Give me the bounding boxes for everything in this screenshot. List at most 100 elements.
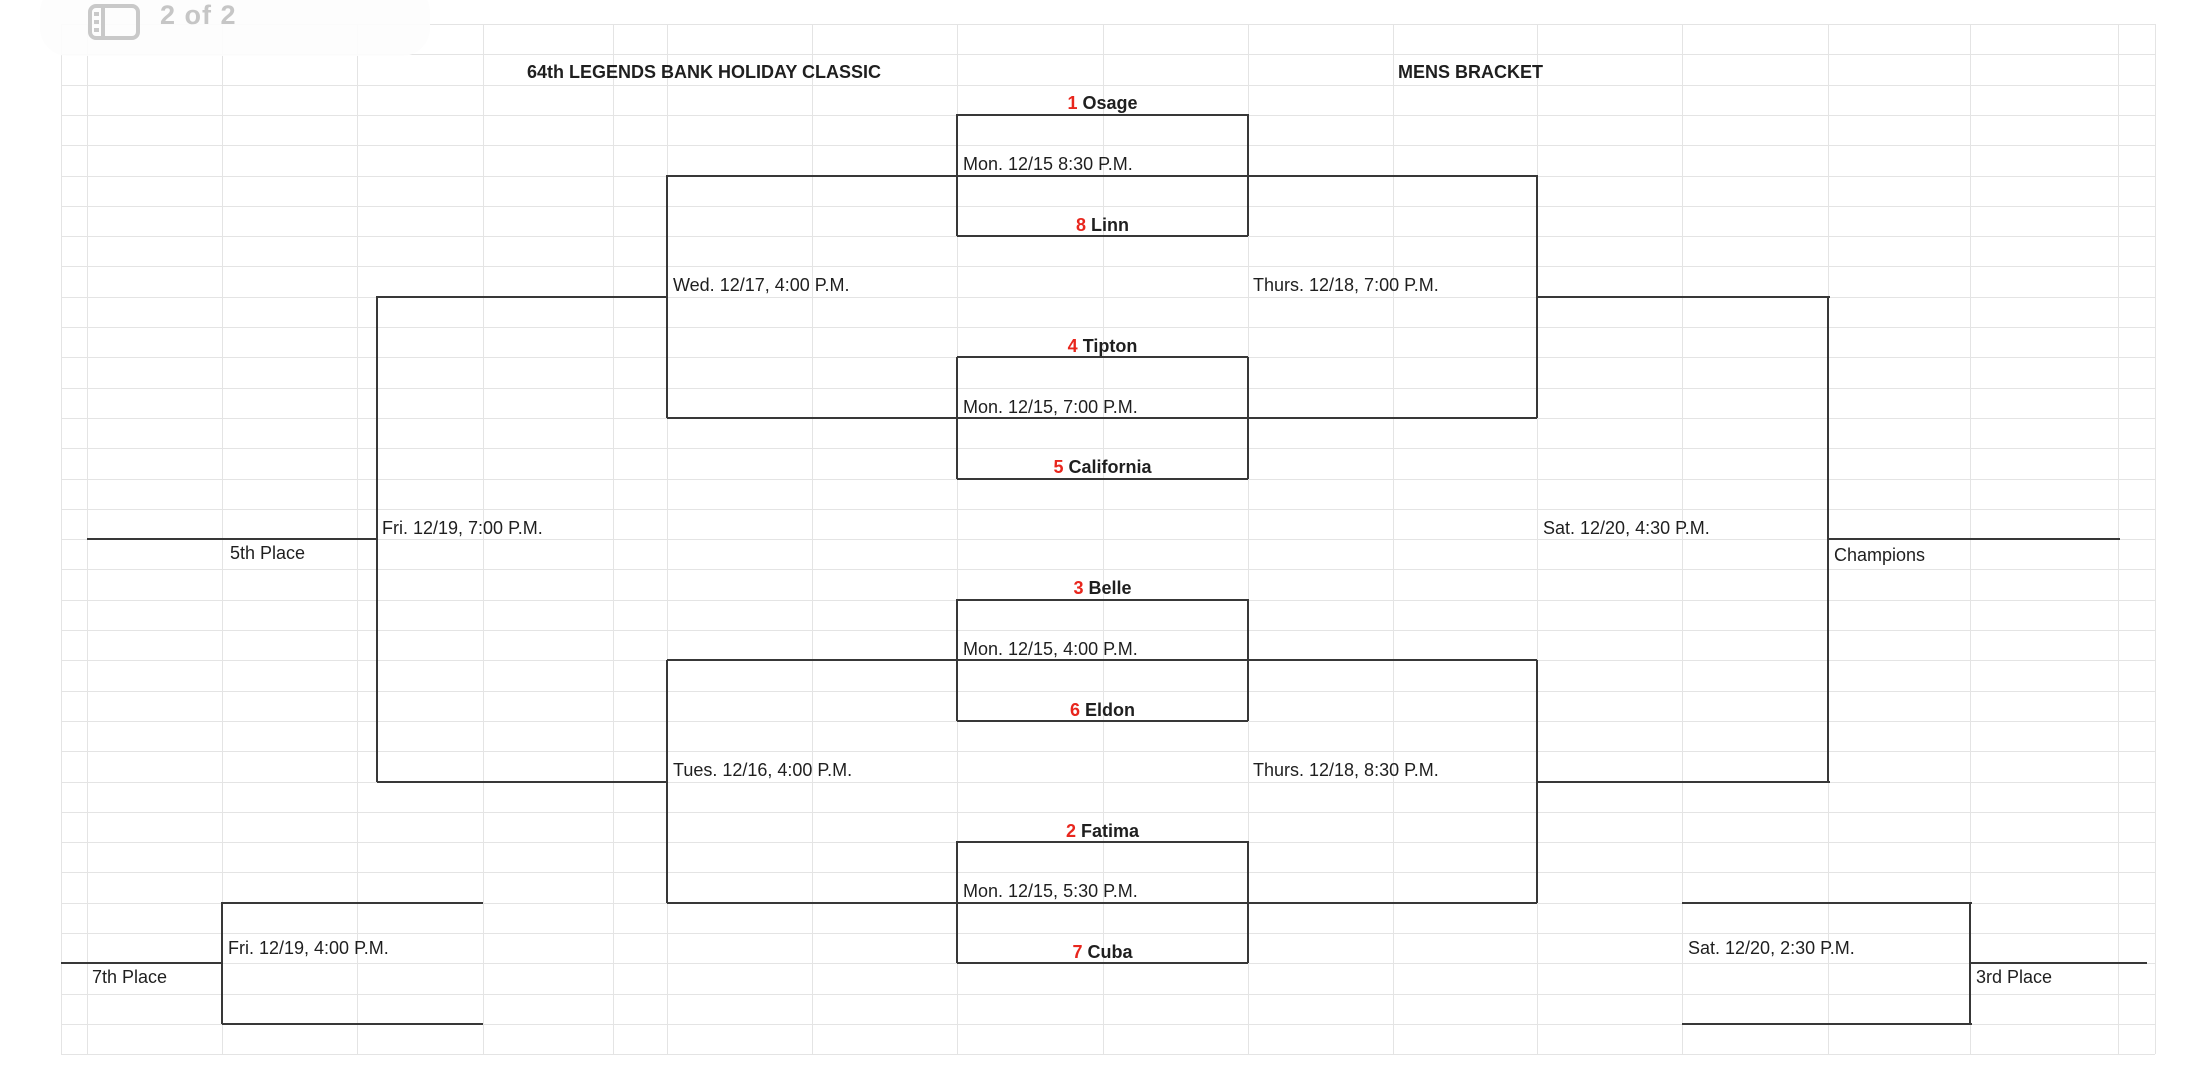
team-qf4-top: 2 Fatima (957, 820, 1248, 842)
team-seed: 7 (1072, 942, 1083, 962)
line-qf4-box-top (957, 841, 1248, 844)
consolation1-time: Wed. 12/17, 4:00 P.M. (673, 275, 850, 295)
grid-row-line (61, 751, 2155, 753)
line-qf1-box-right (1247, 114, 1249, 236)
line-semifinal1-winner (1537, 295, 1830, 298)
5th-place-time: Fri. 12/19, 7:00 P.M. (382, 517, 543, 538)
grid-column-line (957, 24, 958, 1054)
3rd-place-label: 3rd Place (1976, 967, 2053, 987)
grid-row-line (61, 872, 2155, 874)
grid-column-line (812, 24, 813, 1054)
line-qf1-box-bottom (957, 235, 1248, 238)
page-thumbnail-panel-icon (88, 4, 140, 40)
line-qf2-box-left (956, 356, 958, 479)
grid-column-line (1103, 24, 1104, 1054)
team-seed: 1 (1067, 93, 1078, 113)
line-5th-place-winner (87, 538, 377, 541)
grid-column-line (667, 24, 668, 1054)
grid-row-line (61, 569, 2155, 571)
consolation2-time: Tues. 12/16, 4:00 P.M. (673, 760, 853, 780)
grid-row-line (61, 993, 2155, 995)
champions-label: Champions (1834, 545, 1926, 565)
team-name: Fatima (1081, 821, 1140, 841)
page-indicator-overlay: 2 of 2 (40, 0, 430, 56)
grid-row-line (61, 145, 2155, 147)
team-name: Belle (1088, 578, 1132, 598)
qf4-time: Mon. 12/15, 5:30 P.M. (963, 881, 1138, 901)
grid-row-line (61, 448, 2155, 450)
line-qf1-box-left (956, 114, 958, 236)
page-indicator-label: 2 of 2 (160, 0, 237, 30)
grid-row-line (61, 933, 2155, 934)
grid-row-line (61, 690, 2155, 692)
grid-row-line (61, 266, 2155, 268)
grid-column-line (1537, 24, 1538, 1054)
grid-column-line (1248, 24, 1249, 1054)
icon-dot (94, 20, 99, 24)
grid-column-line (613, 24, 614, 1054)
5th-place-label: 5th Place (230, 543, 306, 563)
team-name: Tipton (1082, 336, 1138, 356)
7th-place-time: Fri. 12/19, 4:00 P.M. (228, 938, 389, 958)
qf1-time: Mon. 12/15 8:30 P.M. (963, 154, 1133, 174)
grid-column-line (2155, 24, 2156, 1054)
line-qf1-game (667, 174, 1537, 177)
line-qf4-game (667, 901, 1537, 904)
team-name: Eldon (1085, 699, 1136, 720)
line-7th-feed-bottom (222, 1022, 483, 1025)
grid-row-line (61, 205, 2155, 207)
icon-dot (94, 28, 99, 32)
3rd-place-time: Sat. 12/20, 2:30 P.M. (1688, 938, 1855, 958)
grid-row-line (61, 781, 2155, 783)
line-qf4-box-right (1247, 841, 1249, 964)
line-consolation2-winner (377, 780, 667, 783)
semifinal1-time: Thurs. 12/18, 7:00 P.M. (1253, 275, 1439, 295)
team-seed: 5 (1053, 457, 1064, 477)
team-qf2-bottom: 5 California (957, 456, 1248, 478)
grid-row-line (61, 539, 2155, 541)
grid-row-line (61, 1023, 2155, 1025)
line-7th-place-bracket (221, 901, 223, 1024)
line-qf1-box-top (957, 113, 1248, 116)
line-semifinal2-winner (1537, 780, 1830, 783)
final-time: Sat. 12/20, 4:30 P.M. (1543, 517, 1710, 538)
qf2-time: Mon. 12/15, 7:00 P.M. (963, 396, 1138, 417)
line-3rd-feed-top (1682, 901, 1972, 904)
team-qf2-top: 4 Tipton (957, 335, 1248, 357)
team-seed: 8 (1075, 214, 1086, 235)
line-qf3-box-left (956, 598, 958, 721)
line-7th-feed-top (222, 901, 483, 904)
line-qf3-box-bottom (957, 719, 1248, 722)
grid-column-line (61, 24, 62, 1054)
page-title: 64th LEGENDS BANK HOLIDAY CLASSIC (527, 62, 882, 82)
line-qf2-game (667, 417, 1537, 419)
line-7th-place-winner (61, 962, 222, 965)
team-name: California (1068, 457, 1152, 477)
grid-row-line (61, 327, 2155, 328)
grid-row-line (61, 54, 2155, 56)
team-name: Osage (1082, 93, 1138, 113)
grid-column-line (1393, 24, 1394, 1054)
line-qf4-box-left (956, 841, 958, 964)
grid-row-line (61, 24, 2155, 25)
line-qf3-box-right (1247, 598, 1249, 721)
grid-row-line (61, 630, 2155, 631)
page-subtitle: MENS BRACKET (1398, 62, 1544, 82)
line-qf3-game (667, 659, 1537, 662)
team-seed: 2 (1065, 821, 1076, 841)
team-seed: 6 (1069, 699, 1080, 720)
team-qf3-bottom: 6 Eldon (957, 699, 1248, 721)
grid-row-line (61, 387, 2155, 389)
qf3-time: Mon. 12/15, 4:00 P.M. (963, 638, 1138, 659)
line-consolation1-bracket (666, 174, 668, 419)
line-qf2-box-right (1247, 356, 1249, 479)
line-consolation1-winner (377, 295, 667, 298)
grid-row-line (61, 811, 2155, 813)
line-consolation2-bracket (666, 659, 668, 903)
line-qf2-box-bottom (957, 477, 1248, 480)
line-qf3-box-top (957, 598, 1248, 601)
grid-row-line (61, 296, 2155, 298)
grid-row-line (61, 1054, 2155, 1056)
grid-row-line (61, 84, 2155, 86)
